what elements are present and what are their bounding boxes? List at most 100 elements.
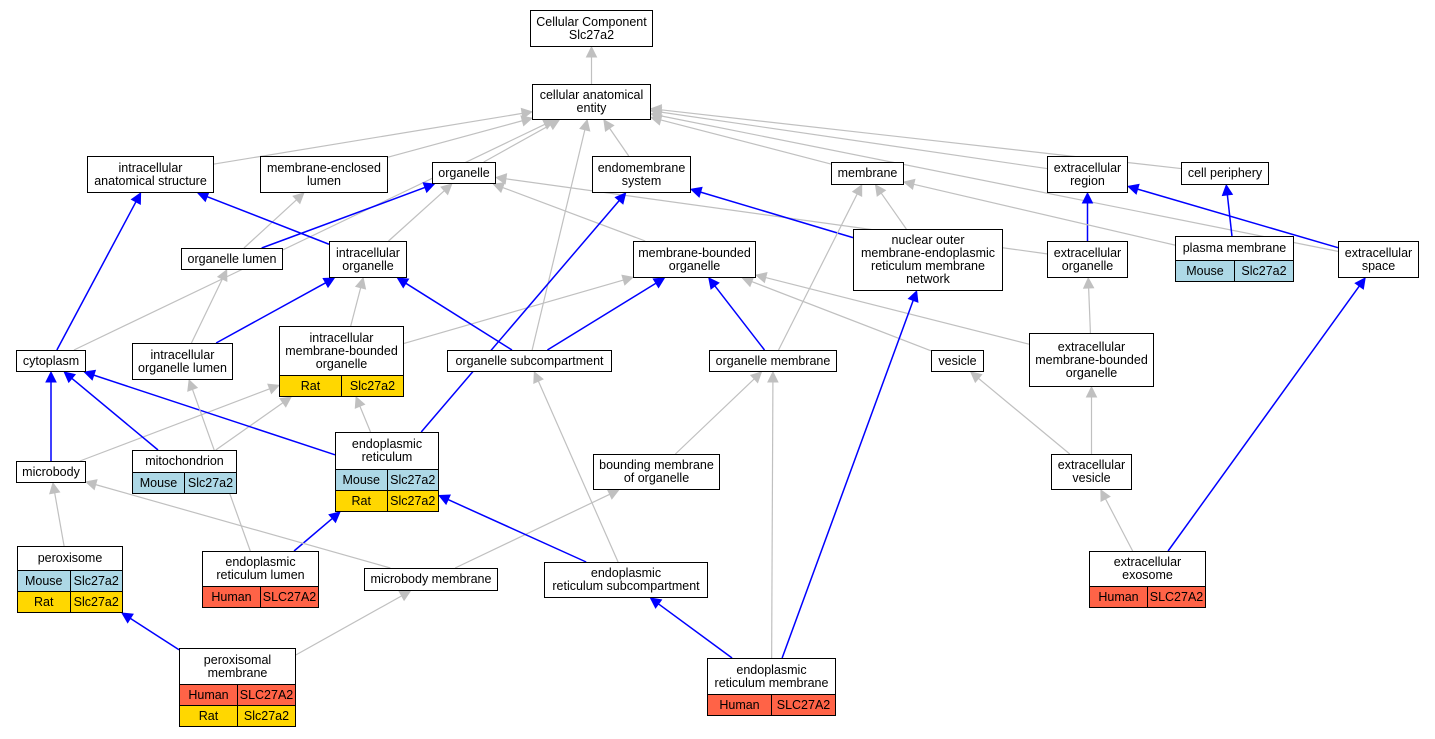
go-term-label: microbody membrane (370, 572, 492, 586)
go-term-nuclear-outer-membrane-er-network[interactable]: nuclear outer membrane-endoplasmic retic… (853, 229, 1003, 291)
edge-arrowhead (741, 276, 755, 288)
go-term-endomembrane-system[interactable]: endomembrane system (592, 156, 691, 193)
go-term-label: membrane (837, 166, 898, 180)
edge-arrowhead (851, 184, 863, 197)
is-a-edge-microbody-membrane-to-bounding-membrane-of-organelle (454, 493, 610, 569)
go-term-vesicle[interactable]: vesicle (931, 350, 984, 372)
is-a-edge-intracellular-membrane-bounded-organelle-to-intracellular-organelle (350, 287, 362, 327)
go-term-label: organelle (438, 165, 490, 180)
is-a-edge-endoplasmic-reticulum-membrane-to-organelle-membrane (771, 381, 774, 659)
is-a-edge-microbody-membrane-to-microbody (95, 484, 391, 569)
go-term-membrane[interactable]: membrane (831, 162, 904, 185)
go-term-organelle[interactable]: organelle (432, 162, 496, 184)
species-cell: Human (719, 697, 760, 712)
go-term-label: membrane-enclosed lumen (267, 160, 381, 188)
edge-arrowhead (187, 378, 199, 392)
edge-arrowhead (585, 45, 598, 58)
go-term-label: intracellular anatomical structure (94, 160, 207, 188)
is-a-edge-plasma-membrane-to-membrane (913, 183, 1176, 246)
species-cell: Human (188, 687, 229, 702)
is-a-edge-extracellular-exosome-to-extracellular-vesicle (1104, 498, 1134, 552)
edge-arrowhead (649, 110, 663, 122)
go-term-membrane-enclosed-lumen[interactable]: membrane-enclosed lumen (260, 156, 388, 193)
go-term-intracellular-membrane-bounded-organelle[interactable]: intracellular membrane-bounded organelle… (279, 326, 404, 397)
go-term-membrane-bounded-organelle[interactable]: membrane-bounded organelle (633, 241, 756, 278)
is-a-edge-extracellular-membrane-bounded-organelle-to-membrane-bounded-organelle (765, 276, 1030, 345)
go-term-label: endomembrane system (597, 160, 686, 188)
go-term-intracellular-organelle-lumen[interactable]: intracellular organelle lumen (132, 343, 233, 380)
go-term-label: cytoplasm (22, 353, 80, 368)
is-a-edge-endomembrane-system-to-cellular-anatomical-entity (609, 127, 630, 157)
go-term-extracellular-region[interactable]: extracellular region (1047, 156, 1128, 193)
go-term-intracellular-anatomical-structure[interactable]: intracellular anatomical structure (87, 156, 214, 193)
edge-arrowhead (1085, 385, 1098, 398)
edge-arrowhead (649, 597, 663, 609)
part-of-edge-nuclear-outer-membrane-er-network-to-endomembrane-system (700, 191, 854, 239)
is-a-edge-peroxisomal-membrane-to-microbody-membrane (295, 595, 402, 656)
species-cell: Mouse (1186, 263, 1224, 278)
gene-cell: Slc27a2 (69, 592, 123, 612)
go-term-cellular-anatomical-entity[interactable]: cellular anatomical entity (532, 84, 651, 120)
gene-cell: SLC27A2 (1147, 587, 1205, 607)
edge-arrowhead (754, 272, 768, 284)
go-term-endoplasmic-reticulum-subcompartment[interactable]: endoplasmic reticulum subcompartment (544, 562, 708, 598)
go-term-organelle-membrane[interactable]: organelle membrane (709, 350, 837, 372)
go-term-label: cell periphery (1187, 166, 1263, 180)
edge-arrowhead (603, 119, 615, 132)
go-term-intracellular-organelle[interactable]: intracellular organelle (329, 241, 407, 278)
edge-arrowhead (1100, 489, 1111, 502)
go-term-organelle-subcompartment[interactable]: organelle subcompartment (447, 350, 612, 372)
edge-arrowhead (354, 395, 366, 409)
is-a-edge-vesicle-to-membrane-bounded-organelle (751, 281, 932, 352)
edge-arrowhead (1354, 277, 1366, 290)
go-term-label: organelle membrane (715, 353, 831, 368)
edge-arrowhead (902, 178, 916, 191)
is-a-edge-bounding-membrane-of-organelle-to-organelle-membrane (674, 378, 755, 455)
edge-arrowhead (292, 192, 305, 205)
edge-arrowhead (520, 107, 534, 120)
go-term-cell-periphery[interactable]: cell periphery (1181, 162, 1269, 185)
edge-arrowhead (130, 192, 142, 205)
edge-arrowhead (606, 489, 620, 500)
edge-arrowhead (328, 511, 341, 524)
is-a-edge-endoplasmic-reticulum-to-intracellular-membrane-bounded-organelle (359, 406, 372, 433)
edge-arrowhead (354, 276, 367, 290)
go-term-microbody-membrane[interactable]: microbody membrane (364, 568, 498, 591)
go-term-extracellular-space[interactable]: extracellular space (1338, 241, 1419, 278)
edge-arrowhead (708, 277, 720, 290)
species-cell: Mouse (139, 475, 178, 490)
go-term-extracellular-organelle[interactable]: extracellular organelle (1047, 241, 1128, 278)
go-term-bounding-membrane-of-organelle[interactable]: bounding membrane of organelle (593, 454, 720, 490)
edge-arrowhead (614, 192, 627, 205)
go-term-label: extracellular membrane-bounded organelle (1035, 339, 1148, 380)
is-a-edge-membrane-to-cellular-anatomical-entity (660, 119, 832, 165)
go-term-cytoplasm[interactable]: cytoplasm (16, 350, 86, 372)
go-term-organelle-lumen[interactable]: organelle lumen (181, 248, 283, 270)
go-term-microbody[interactable]: microbody (16, 461, 86, 483)
is-a-edge-endoplasmic-reticulum-subcompartment-to-organelle-subcompartment (537, 380, 619, 563)
go-term-cellular-component-root[interactable]: Cellular Component Slc27a2 (530, 10, 653, 47)
edge-arrowhead (196, 191, 210, 203)
edge-arrowhead (45, 370, 57, 383)
go-term-extracellular-vesicle[interactable]: extracellular vesicle (1051, 454, 1132, 490)
gene-cell: Slc27a2 (237, 706, 295, 726)
go-term-extracellular-membrane-bounded-organelle[interactable]: extracellular membrane-bounded organelle (1029, 333, 1154, 387)
part-of-edge-endoplasmic-reticulum-subcompartment-to-endoplasmic-reticulum (447, 498, 587, 563)
edge-arrowhead (579, 118, 591, 132)
go-term-label: membrane-bounded organelle (638, 245, 751, 273)
edge-arrowhead (63, 371, 77, 384)
is-a-edge-nuclear-outer-membrane-er-network-to-membrane (880, 192, 907, 230)
is-a-edge-membrane-enclosed-lumen-to-cellular-anatomical-entity (387, 120, 523, 158)
